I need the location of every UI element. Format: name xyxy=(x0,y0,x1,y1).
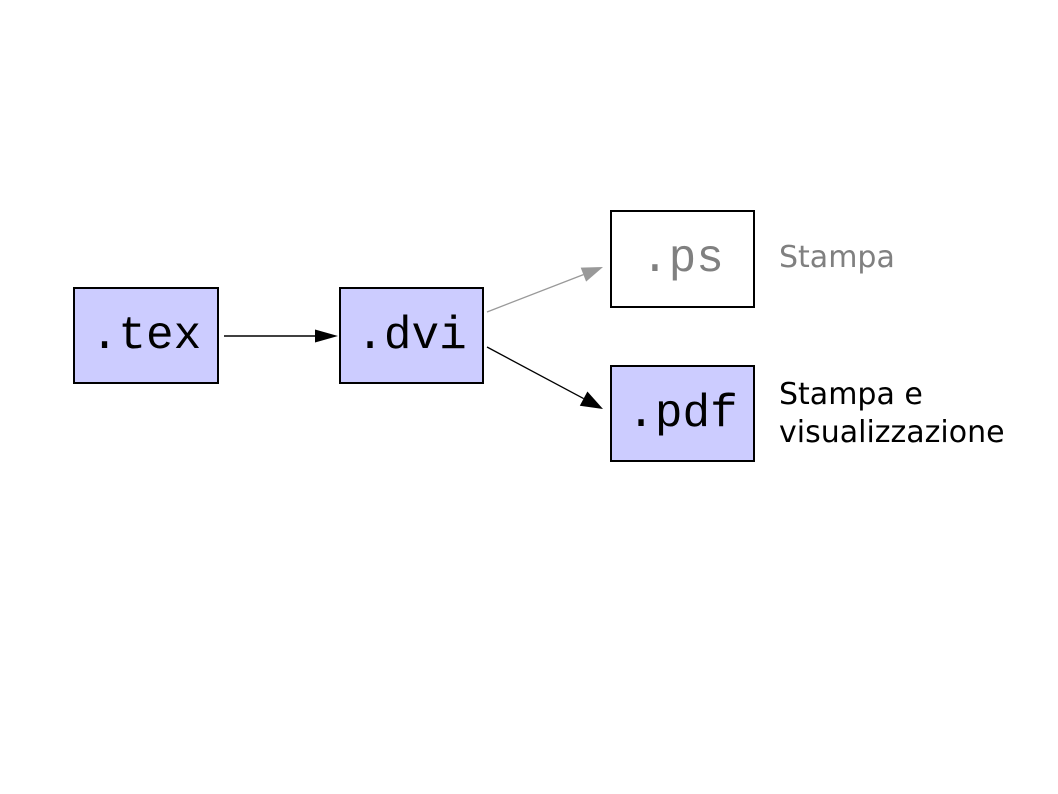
node-ps-label: .ps xyxy=(641,233,724,285)
label-stampa: Stampa xyxy=(779,240,895,275)
node-pdf-label: .pdf xyxy=(627,387,738,440)
arrow-dvi-to-ps xyxy=(486,267,603,313)
arrowhead-dvi-to-ps xyxy=(580,267,603,282)
node-tex-label: .tex xyxy=(90,309,202,362)
node-pdf: .pdf xyxy=(610,365,755,462)
node-ps: .ps xyxy=(610,210,755,308)
arrow-dvi-to-pdf xyxy=(486,346,603,409)
node-dvi: .dvi xyxy=(339,287,484,384)
label-stampa-e-visualizzazione: Stampa e visualizzazione xyxy=(779,377,1005,450)
arrowhead-dvi-to-pdf xyxy=(579,391,603,409)
arrow-tex-to-dvi xyxy=(224,329,338,343)
arrowhead-tex-to-dvi xyxy=(315,329,338,343)
node-tex: .tex xyxy=(73,287,219,384)
node-dvi-label: .dvi xyxy=(356,309,467,362)
